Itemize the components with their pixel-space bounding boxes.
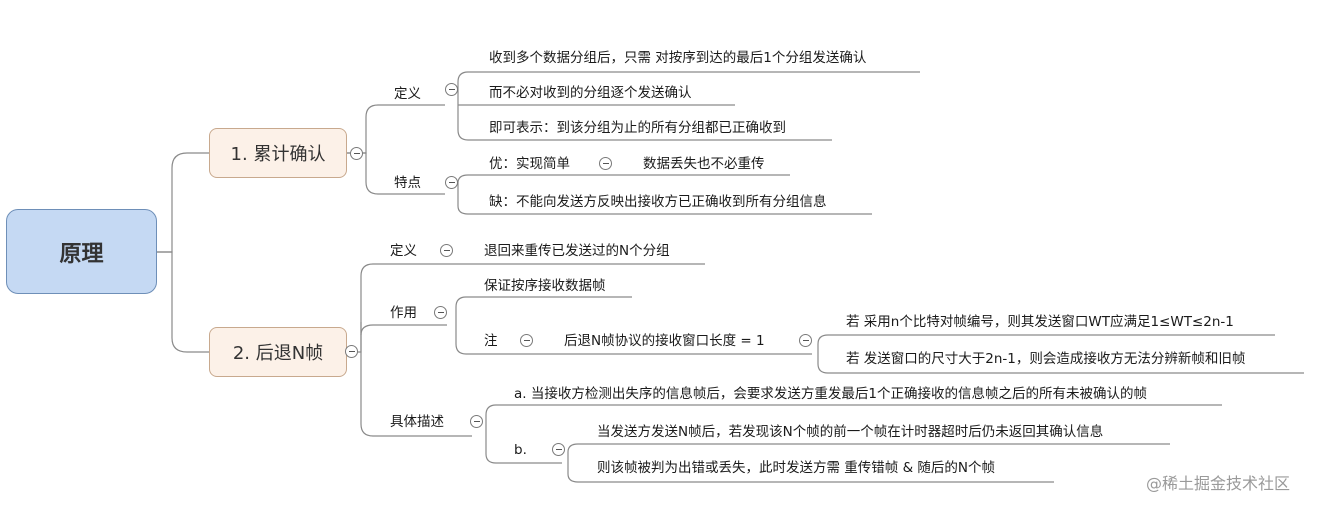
definition-item-1: 收到多个数据分组后，只需 对按序到达的最后1个分组发送确认 (489, 50, 867, 66)
collapse-icon[interactable] (799, 334, 812, 347)
collapse-icon[interactable] (599, 157, 612, 170)
branch-go-back-n[interactable]: 2. 后退N帧 (209, 327, 347, 377)
note-label: 注 (484, 333, 498, 349)
definition-item-3: 即可表示：到该分组为止的所有分组都已正确收到 (489, 120, 786, 136)
collapse-icon[interactable] (470, 415, 483, 428)
definition-item-2: 而不必对收到的分组逐个发送确认 (489, 85, 692, 101)
collapse-icon[interactable] (345, 345, 358, 358)
collapse-icon[interactable] (445, 176, 458, 189)
branch-cumulative-ack[interactable]: 1. 累计确认 (209, 128, 347, 178)
details-b-item-2: 则该帧被判为出错或丢失，此时发送方需 重传错帧 & 随后的N个帧 (597, 460, 995, 476)
details-a: a. 当接收方检测出失序的信息帧后，会要求发送方重发最后1个正确接收的信息帧之后… (514, 386, 1147, 402)
role-label: 作用 (390, 305, 417, 321)
details-b-label: b. (514, 442, 527, 458)
collapse-icon[interactable] (434, 306, 447, 319)
collapse-icon[interactable] (552, 443, 565, 456)
definition-label: 定义 (390, 243, 417, 259)
features-label: 特点 (394, 175, 421, 191)
collapse-icon[interactable] (350, 147, 363, 160)
root-node[interactable]: 原理 (6, 209, 157, 294)
pro-label: 优：实现简单 (489, 156, 570, 172)
collapse-icon[interactable] (445, 83, 458, 96)
pro-detail: 数据丢失也不必重传 (643, 156, 765, 172)
note-sub-1: 若 采用n个比特对帧编号，则其发送窗口WT应满足1≤WT≤2n-1 (846, 314, 1234, 330)
collapse-icon[interactable] (520, 334, 533, 347)
watermark: @稀土掘金技术社区 (1146, 474, 1291, 493)
con-item: 缺：不能向发送方反映出接收方已正确收到所有分组信息 (489, 194, 827, 210)
collapse-icon[interactable] (440, 244, 453, 257)
definition-label: 定义 (394, 86, 421, 102)
details-label: 具体描述 (390, 414, 444, 430)
note-sub-2: 若 发送窗口的尺寸大于2n-1，则会造成接收方无法分辨新帧和旧帧 (846, 351, 1246, 367)
note-text: 后退N帧协议的接收窗口长度 = 1 (564, 333, 765, 349)
definition-text: 退回来重传已发送过的N个分组 (484, 243, 670, 259)
role-item-1: 保证按序接收数据帧 (484, 278, 606, 294)
details-b-item-1: 当发送方发送N帧后，若发现该N个帧的前一个帧在计时器超时后仍未返回其确认信息 (597, 424, 1104, 440)
